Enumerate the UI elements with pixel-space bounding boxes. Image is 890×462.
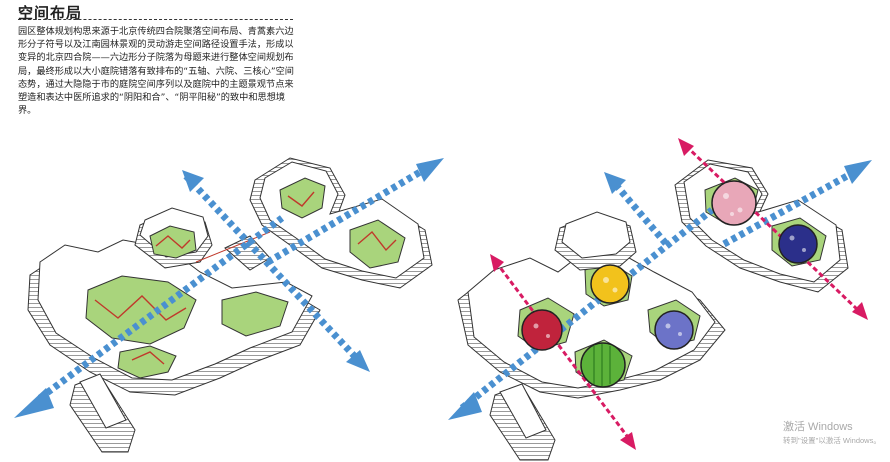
left-courtyard-ne1 — [279, 177, 326, 219]
left-red-path — [94, 191, 397, 365]
left-blue-axis-arrows — [37, 161, 434, 401]
title-divider — [18, 19, 293, 20]
right-axis-magenta-2 — [684, 144, 862, 314]
right-axis-ne — [722, 166, 860, 248]
left-masterplan-diagram — [14, 157, 444, 453]
right-blue-arrowheads — [448, 160, 872, 420]
right-axis-nw — [607, 175, 671, 249]
left-courtyard-east — [221, 291, 289, 337]
left-courtyard-north — [149, 225, 197, 259]
right-arrow-head-nw — [604, 172, 626, 194]
left-axis-arrowheads — [14, 158, 444, 418]
arrow-head-ne — [416, 158, 444, 182]
watermark-line-2: 转到"设置"以激活 Windows。 — [783, 436, 881, 445]
arrow-head-sw — [14, 388, 54, 418]
right-arrow-head-sw — [448, 392, 482, 420]
right-magenta-arrowheads — [490, 138, 868, 450]
right-magenta-axis-arrows — [494, 144, 862, 441]
magenta-arrow-head-2a — [678, 138, 694, 156]
left-courtyard-ne2 — [349, 219, 406, 269]
left-courtyard-main — [85, 275, 197, 345]
description-text: 园区整体规划构思来源于北京传统四合院聚落空间布局、青蒿素六边形分子符号以及江南园… — [18, 26, 294, 117]
left-courtyard-south — [117, 345, 177, 379]
left-axis-cross — [183, 173, 363, 365]
arrow-head-se — [346, 350, 370, 372]
right-axis-main — [459, 207, 715, 411]
magenta-arrow-head-2b — [852, 302, 868, 320]
left-axis-east — [266, 161, 434, 266]
landscape-nodes — [521, 180, 818, 388]
magenta-arrow-head-1b — [620, 432, 636, 450]
magenta-arrow-head-1a — [490, 254, 504, 272]
right-masterplan-diagram — [448, 138, 872, 461]
right-arrow-head-ne — [844, 160, 872, 184]
watermark-line-1: 激活 Windows — [783, 421, 853, 433]
arrow-head-nw — [182, 170, 204, 192]
blue-orchid-node — [778, 224, 818, 264]
bamboo-stripes — [593, 344, 611, 386]
section-title: 空间布局 — [18, 4, 83, 22]
hydrangea-node — [654, 310, 694, 350]
bamboo-node — [580, 342, 626, 388]
plum-blossom-node — [711, 180, 757, 226]
node-texture — [533, 193, 806, 338]
right-blue-axis-arrows — [459, 166, 860, 411]
red-peony-node — [521, 309, 563, 351]
windows-activation-watermark: 激活 Windows 转到"设置"以激活 Windows。 — [783, 418, 881, 446]
right-axis-magenta-1 — [494, 261, 632, 441]
yellow-chrysanthemum-node — [590, 264, 630, 304]
